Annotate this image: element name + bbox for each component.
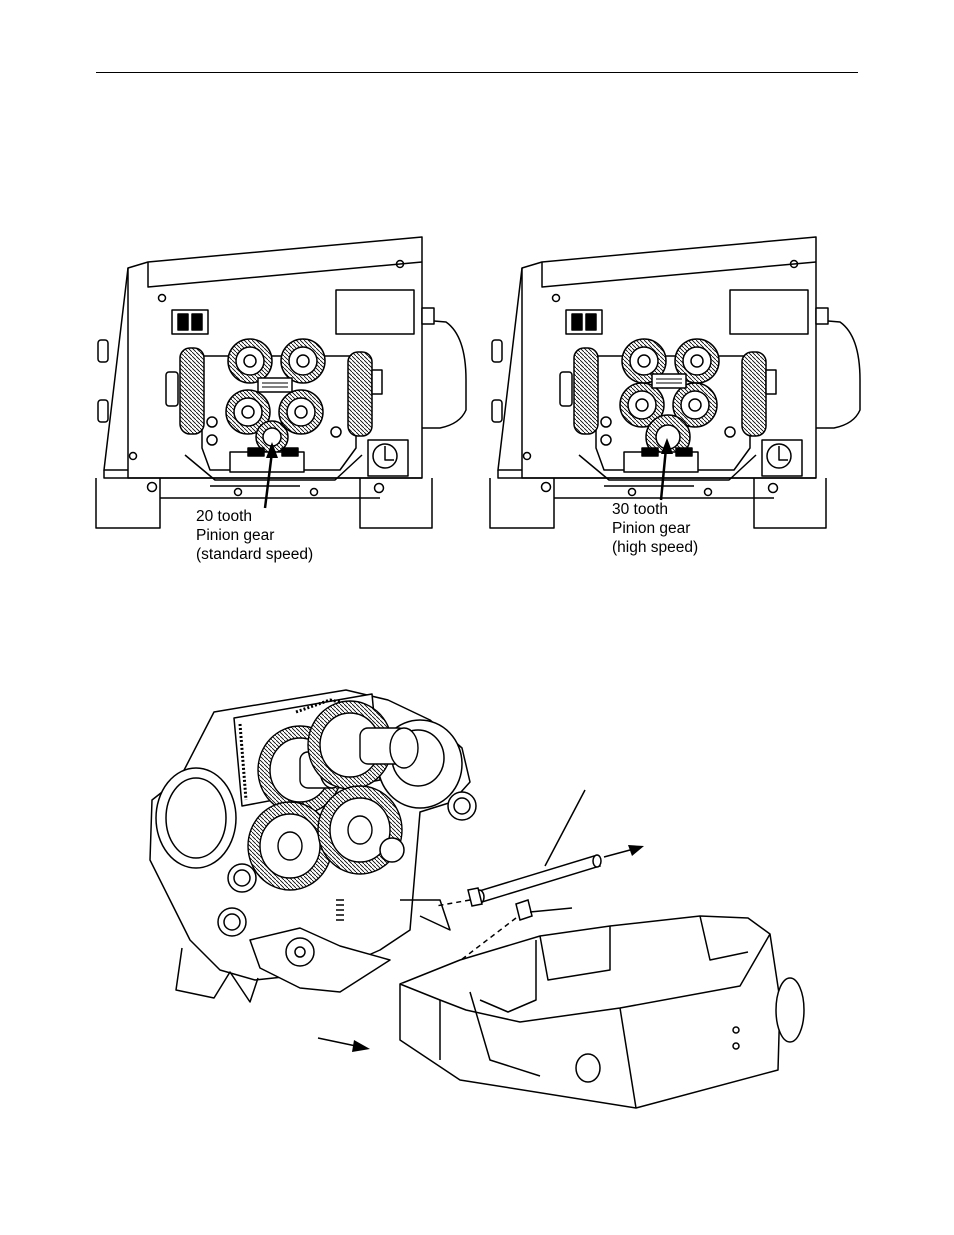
base-tray-drawing bbox=[400, 916, 804, 1108]
feeder-right-drawing bbox=[490, 237, 860, 528]
callout-line-1: 30 tooth bbox=[612, 500, 698, 519]
insert-direction-arrow bbox=[318, 1038, 370, 1052]
callout-line-2: Pinion gear bbox=[196, 526, 313, 545]
callout-line-1: 20 tooth bbox=[196, 507, 313, 526]
callout-line-3: (standard speed) bbox=[196, 545, 313, 564]
pinion-callout-left: 20 tooth Pinion gear (standard speed) bbox=[196, 507, 313, 564]
shaft-direction-arrow bbox=[604, 845, 644, 857]
feeder-left-drawing bbox=[96, 237, 466, 528]
callout-line-2: Pinion gear bbox=[612, 519, 698, 538]
callout-line-3: (high speed) bbox=[612, 538, 698, 557]
gearbox-exploded-drawing bbox=[150, 690, 476, 1002]
pinion-callout-right: 30 tooth Pinion gear (high speed) bbox=[612, 500, 698, 557]
